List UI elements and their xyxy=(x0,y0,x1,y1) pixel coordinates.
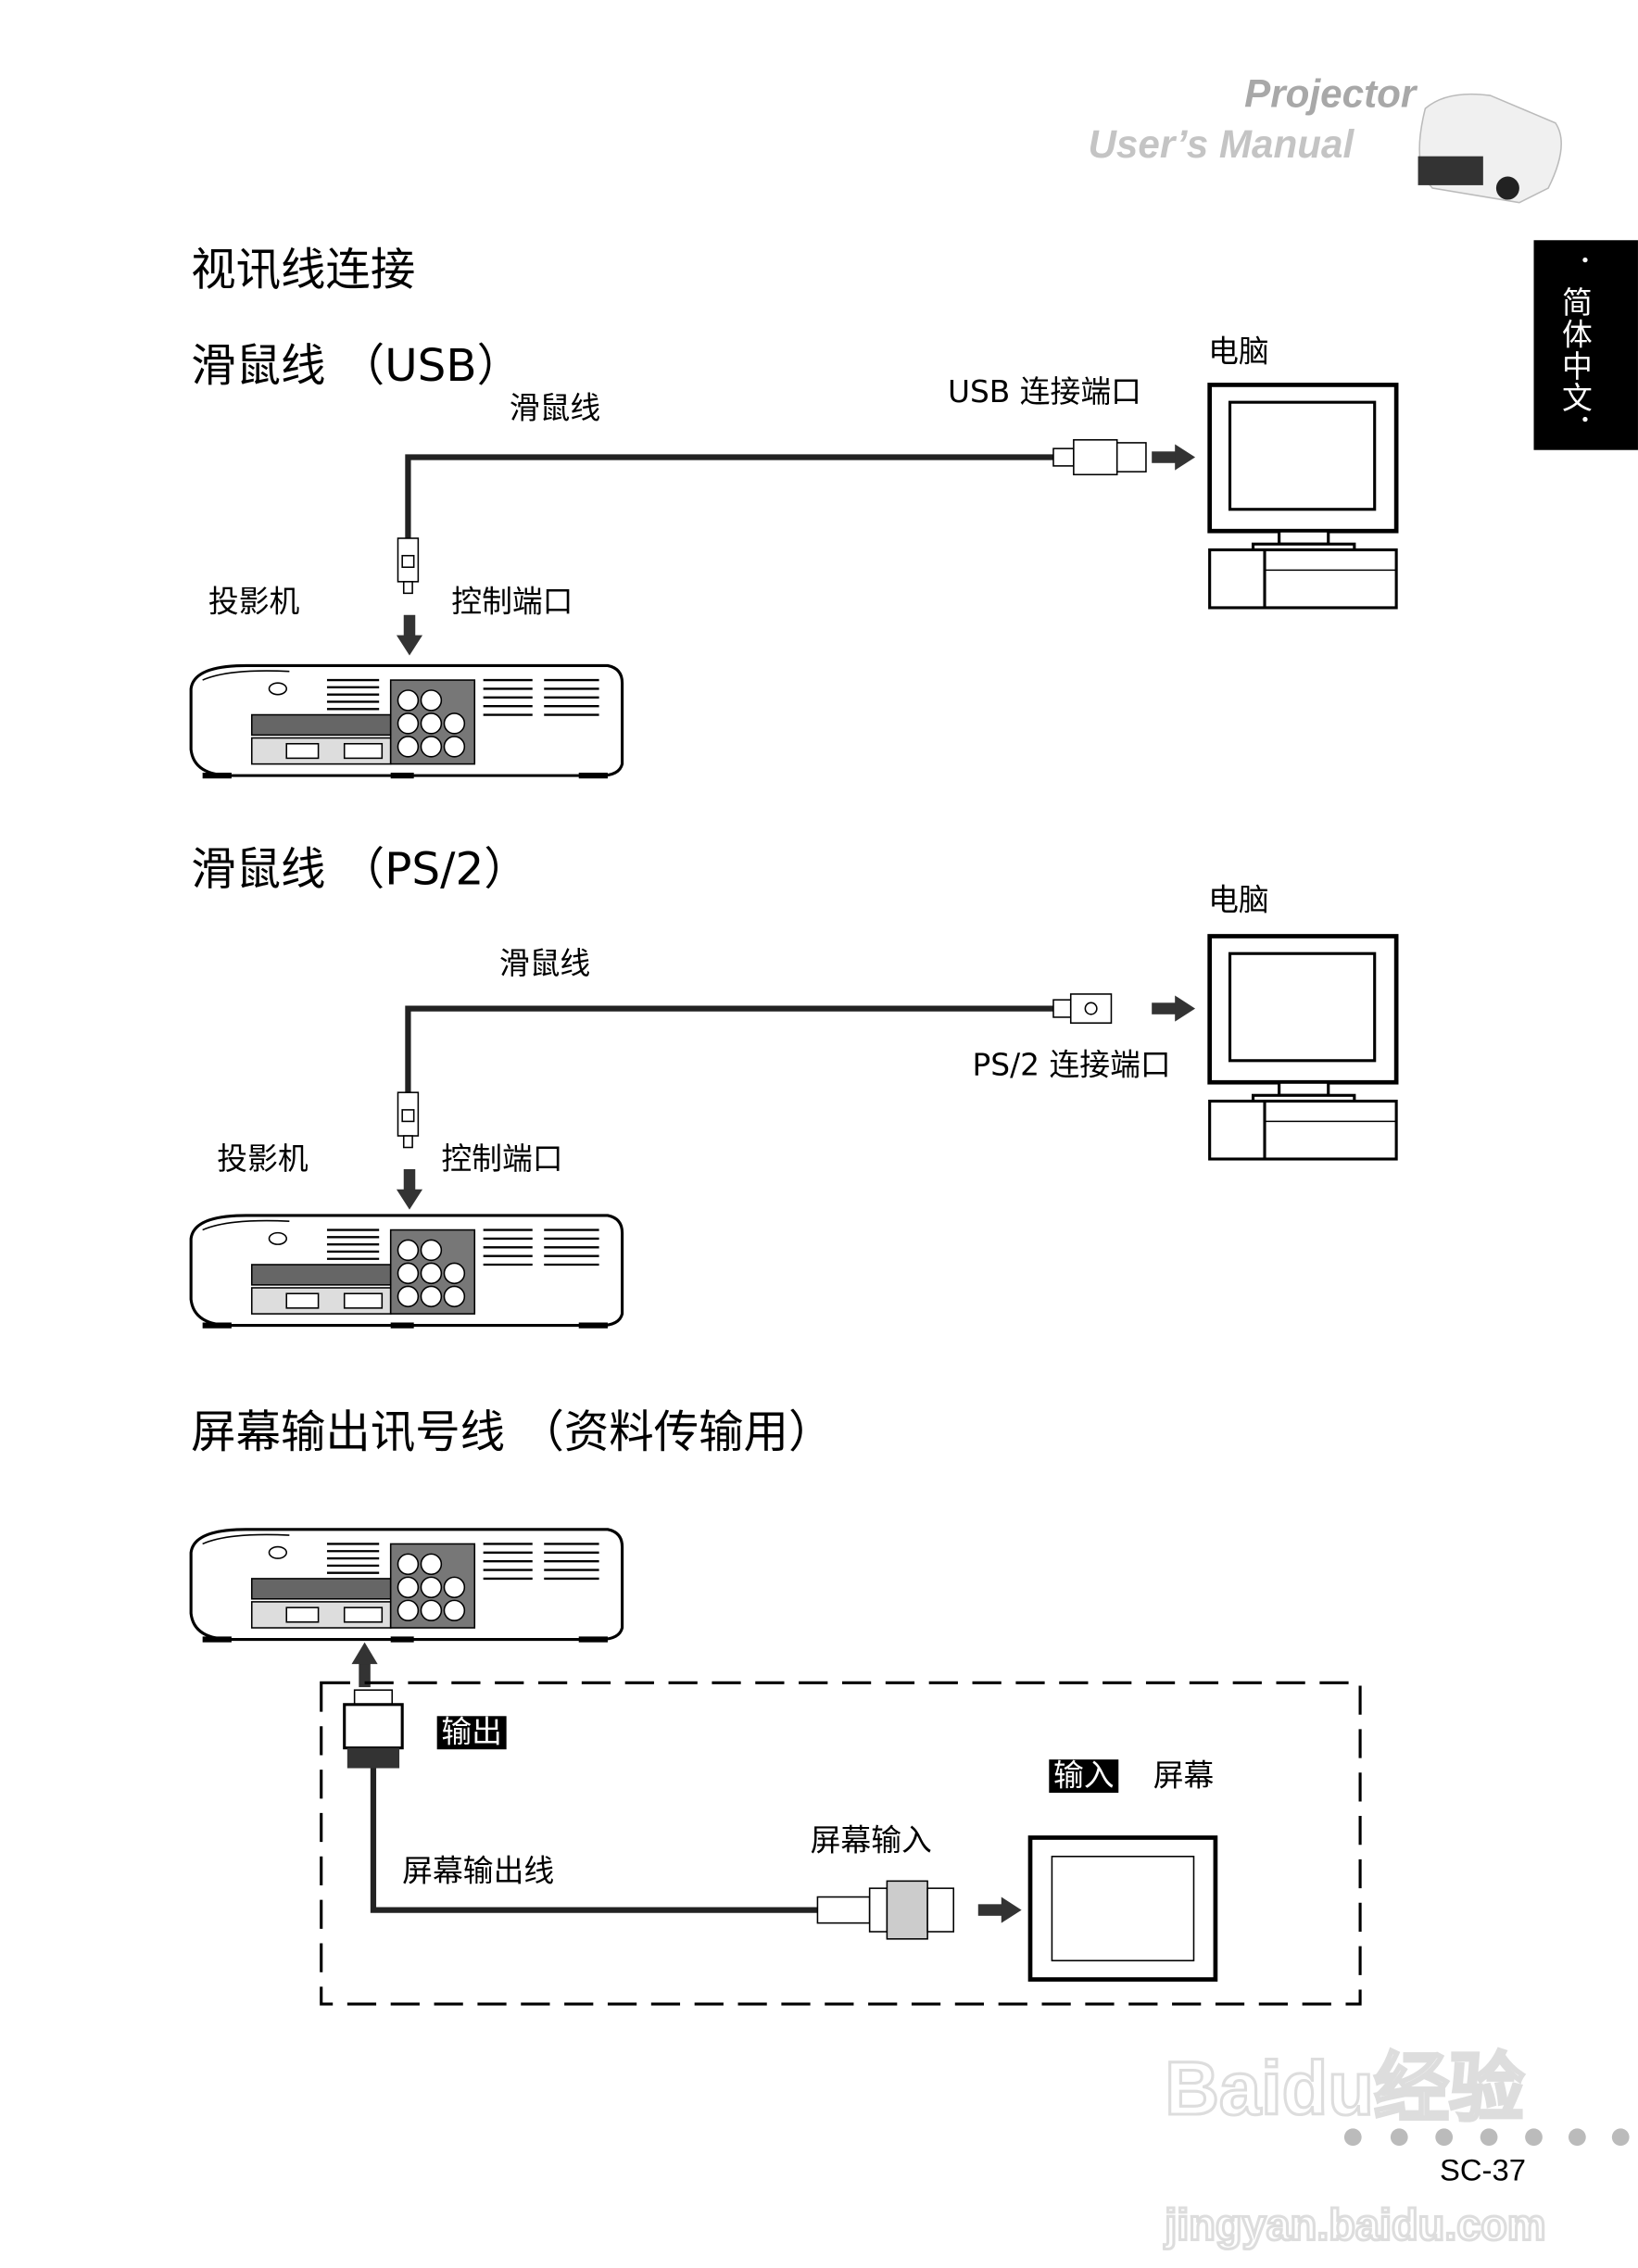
header-projector: Projector xyxy=(1244,72,1417,116)
header-users-manual: User’s Manual xyxy=(1088,122,1354,167)
usb-section-title: 滑鼠线 （USB） xyxy=(191,340,523,393)
dashed-frame xyxy=(320,1681,1362,2006)
vga-output-connector xyxy=(343,1689,404,1769)
vga-input-plug xyxy=(816,1880,955,1940)
up-arrow xyxy=(351,1642,378,1688)
usb-port-label: USB 连接端口 xyxy=(947,374,1141,410)
usb-control-port-label: 控制端口 xyxy=(451,584,573,620)
watermark-logo: Baidu经验 xyxy=(1164,2047,1526,2132)
page-title: 视讯线连接 xyxy=(191,244,416,297)
ps2-section-title: 滑鼠线 （PS/2） xyxy=(191,843,529,896)
input-label: 输入 xyxy=(1049,1759,1119,1794)
page-number: SC-37 xyxy=(1439,2154,1526,2188)
projector-photo xyxy=(1418,93,1562,204)
ps2-projector-label: 投影机 xyxy=(217,1141,309,1177)
ps2-cable-label: 滑鼠线 xyxy=(498,946,591,981)
usb-projector-label: 投影机 xyxy=(208,584,300,620)
watermark-url: jingyan.baidu.com xyxy=(1164,2202,1547,2250)
screen-label: 屏幕 xyxy=(1153,1758,1215,1794)
ps2-computer-label: 电脑 xyxy=(1208,882,1269,918)
monitor-out-section-title: 屏幕输出讯号线 （资料传输用） xyxy=(191,1406,834,1459)
output-label: 输出 xyxy=(436,1716,507,1750)
footer-dots xyxy=(1343,2128,1630,2147)
screen xyxy=(1027,1835,1218,1982)
language-tab-label: ．简体中文． xyxy=(1558,254,1594,447)
screen-input-label: 屏幕输入 xyxy=(810,1822,932,1858)
usb-cable-label: 滑鼠线 xyxy=(509,390,601,426)
projector-usb xyxy=(189,663,624,780)
usb-cable xyxy=(396,439,1196,656)
ps2-control-port-label: 控制端口 xyxy=(441,1141,563,1177)
projector-ps2 xyxy=(189,1214,624,1330)
computer-usb xyxy=(1210,384,1396,608)
usb-computer-label: 电脑 xyxy=(1208,334,1269,370)
monitor-out-cable-label: 屏幕输出线 xyxy=(402,1853,555,1889)
ps2-port-label: PS/2 连接端口 xyxy=(972,1047,1171,1083)
language-tab: ．简体中文． xyxy=(1533,240,1638,450)
computer-ps2 xyxy=(1210,936,1396,1159)
monitor-out-cable xyxy=(370,1768,818,1913)
ps2-cable xyxy=(396,993,1196,1210)
projector-monitor-out xyxy=(189,1528,624,1644)
